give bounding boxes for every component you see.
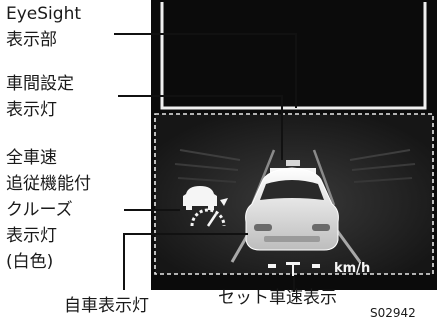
label-cruise-line1: 全車速 [6,148,57,168]
eyesight-display-outline [160,2,427,110]
cruise-car-gauge-icon [183,186,228,227]
label-cruise-line4: 表示灯 [6,226,57,246]
label-distance-line2: 表示灯 [6,100,57,120]
speed-unit-text: km/h [334,261,370,276]
label-distance-line1: 車間設定 [6,74,74,94]
leader-eyesight [114,33,297,108]
label-set-speed: セット車速表示 [218,288,337,308]
label-cruise-line3: クルーズ [6,200,73,220]
figure-code: S02942 [370,306,416,320]
label-cruise-line2: 追従機能付 [6,174,91,194]
speed-readout: km/h [268,261,370,276]
label-cruise-line5: (白色) [6,252,54,272]
leader-distance-setting [118,95,283,160]
leader-lines [114,33,297,292]
own-car-icon [245,167,339,251]
label-eyesight-line2: 表示部 [6,30,57,50]
label-own-car: 自車表示灯 [64,296,149,316]
label-eyesight-line1: EyeSight [6,4,82,24]
leader-own-car [123,233,248,290]
